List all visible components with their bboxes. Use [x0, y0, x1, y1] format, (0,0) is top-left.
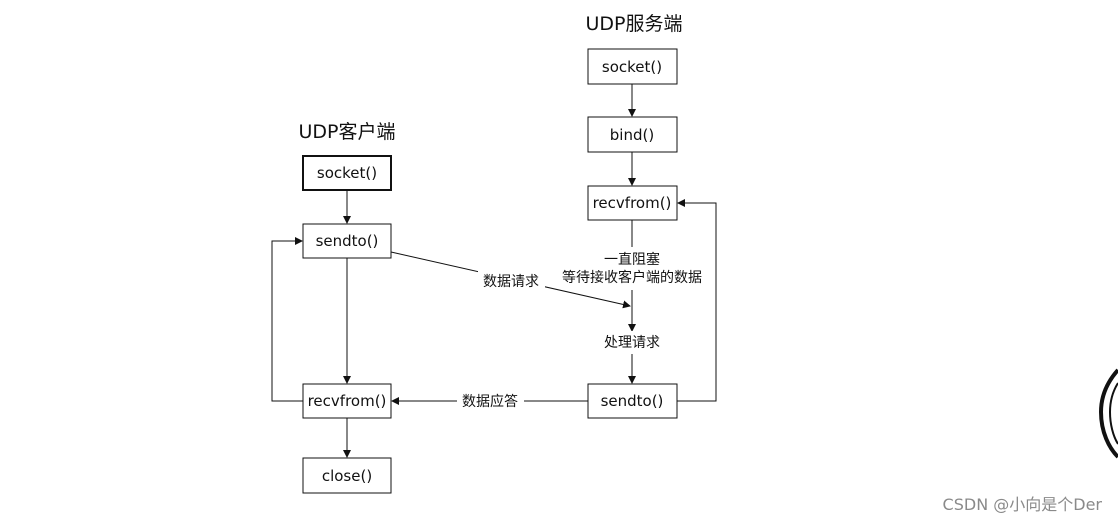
server-loop-arrow [677, 199, 717, 402]
client-recvfrom-label: recvfrom() [308, 392, 387, 410]
watermark-text: CSDN @小向是个Der [943, 495, 1103, 514]
server-sendto-node: sendto() [587, 383, 678, 419]
blocking-note-background [556, 249, 710, 288]
client-close-node: close() [302, 457, 392, 494]
blocking-note-line1: 一直阻塞 [604, 251, 660, 268]
server-bind-node: bind() [587, 116, 678, 153]
client-title: UDP客户端 [299, 121, 396, 143]
server-sendto-label: sendto() [601, 392, 664, 410]
server-recvfrom-label: recvfrom() [593, 194, 672, 212]
client-loop-arrow [271, 237, 303, 402]
blocking-note-line2: 等待接收客户端的数据 [562, 269, 702, 286]
request-label: 数据请求 [483, 274, 539, 290]
response-label: 数据应答 [462, 393, 518, 410]
response-label-background [457, 390, 524, 410]
client-recvfrom-node: recvfrom() [302, 383, 392, 419]
client-sendto-label: sendto() [316, 232, 379, 250]
server-bind-label: bind() [610, 126, 654, 144]
server-socket-label: socket() [602, 58, 662, 76]
request-label-background [478, 270, 545, 290]
server-title: UDP服务端 [586, 13, 683, 35]
server-socket-node: socket() [587, 48, 678, 85]
client-close-label: close() [322, 467, 372, 485]
client-sendto-node: sendto() [302, 223, 392, 259]
process-label-background [600, 331, 666, 351]
server-recvfrom-node: recvfrom() [587, 185, 678, 221]
client-socket-node: socket() [302, 155, 392, 191]
process-label: 处理请求 [604, 335, 660, 351]
edge-logo-fragment [1098, 368, 1118, 459]
client-socket-label: socket() [317, 164, 377, 182]
